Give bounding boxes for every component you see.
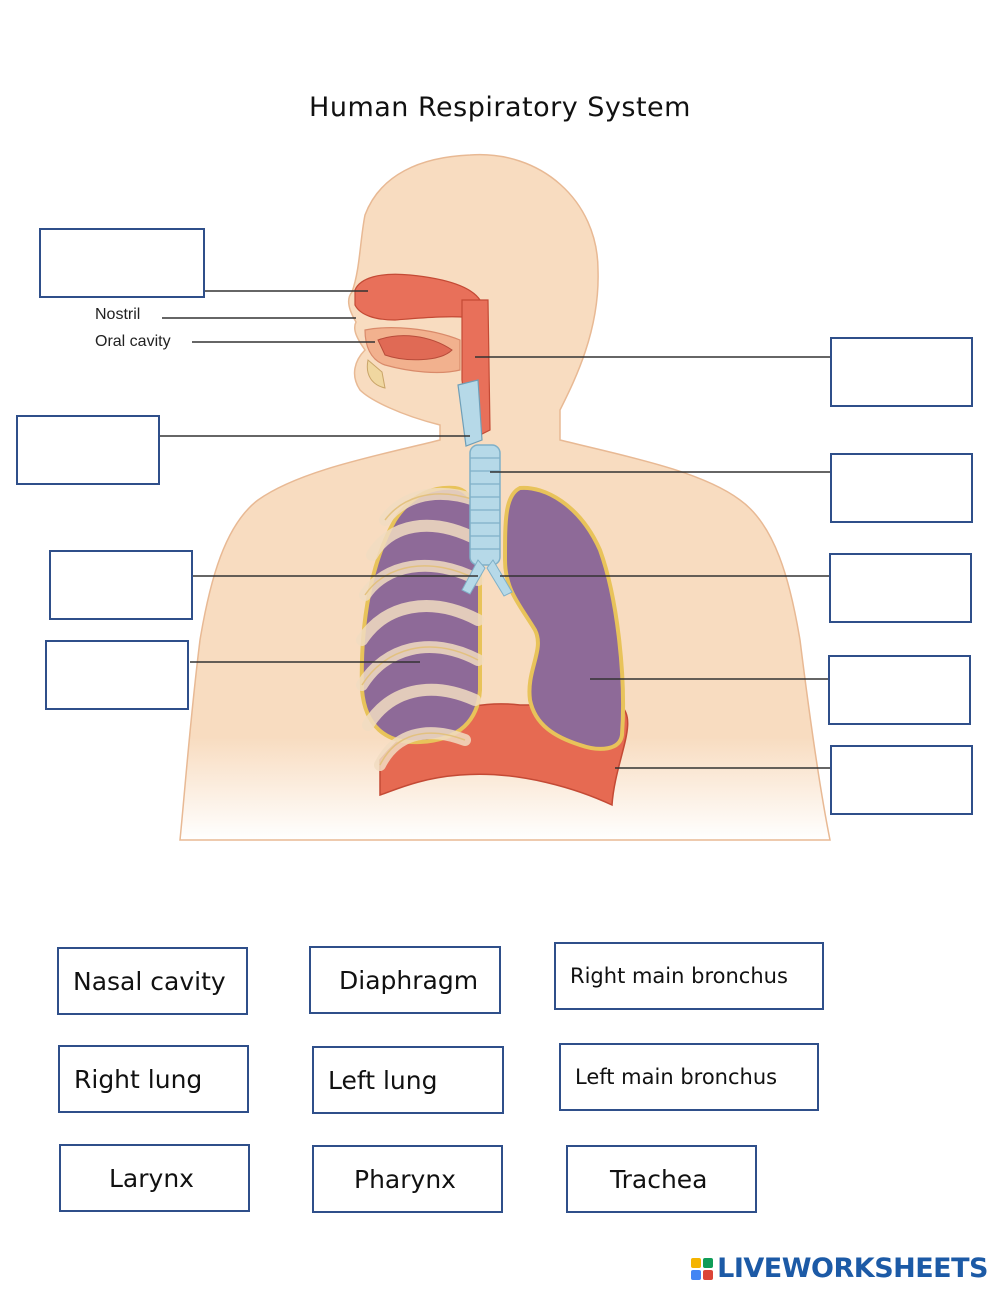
word-right-lung[interactable]: Right lung bbox=[58, 1045, 249, 1113]
liveworksheets-brand: LIVEWORKSHEETS bbox=[691, 1253, 988, 1284]
word-label: Diaphragm bbox=[311, 966, 499, 995]
word-diaphragm[interactable]: Diaphragm bbox=[309, 946, 501, 1014]
answer-box-diaphragm[interactable] bbox=[830, 745, 973, 815]
answer-box-larynx[interactable] bbox=[16, 415, 160, 485]
word-label: Nasal cavity bbox=[59, 967, 246, 996]
word-trachea[interactable]: Trachea bbox=[566, 1145, 757, 1213]
answer-box-right-bronchus[interactable] bbox=[49, 550, 193, 620]
word-left-main-bronchus[interactable]: Left main bronchus bbox=[559, 1043, 819, 1111]
word-left-lung[interactable]: Left lung bbox=[312, 1046, 504, 1114]
word-label: Pharynx bbox=[314, 1165, 501, 1194]
answer-box-pharynx[interactable] bbox=[830, 337, 973, 407]
word-right-main-bronchus[interactable]: Right main bronchus bbox=[554, 942, 824, 1010]
word-label: Left main bronchus bbox=[561, 1065, 817, 1089]
oral-cavity-label: Oral cavity bbox=[95, 333, 171, 351]
answer-box-left-bronchus[interactable] bbox=[829, 553, 972, 623]
brand-name: LIVEWORKSHEETS bbox=[717, 1253, 988, 1284]
word-nasal-cavity[interactable]: Nasal cavity bbox=[57, 947, 248, 1015]
word-label: Right main bronchus bbox=[556, 964, 822, 988]
word-label: Left lung bbox=[314, 1066, 502, 1095]
word-label: Trachea bbox=[568, 1165, 755, 1194]
nostril-label: Nostril bbox=[95, 306, 140, 324]
word-larynx[interactable]: Larynx bbox=[59, 1144, 250, 1212]
answer-box-right-lung[interactable] bbox=[45, 640, 189, 710]
answer-box-trachea[interactable] bbox=[830, 453, 973, 523]
liveworksheets-logo-icon bbox=[691, 1258, 713, 1280]
answer-box-nasal[interactable] bbox=[39, 228, 205, 298]
word-label: Larynx bbox=[61, 1164, 248, 1193]
word-label: Right lung bbox=[60, 1065, 247, 1094]
word-pharynx[interactable]: Pharynx bbox=[312, 1145, 503, 1213]
answer-box-left-lung[interactable] bbox=[828, 655, 971, 725]
